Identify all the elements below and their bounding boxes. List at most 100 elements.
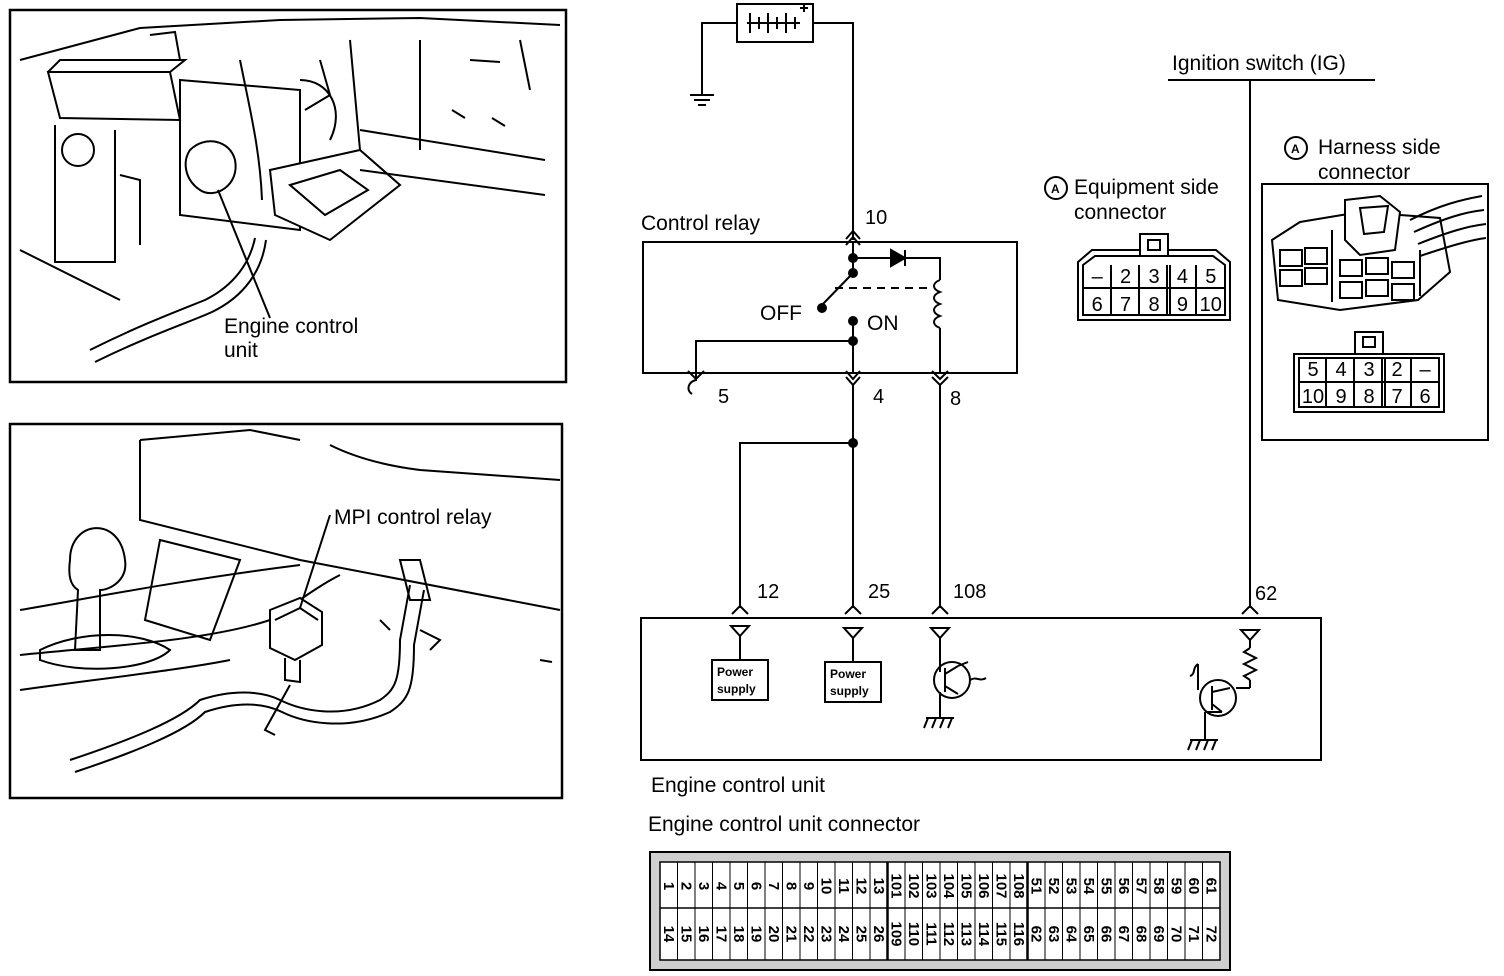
control-relay-box: [642, 241, 1018, 374]
equipment-connector-pin: 2: [1120, 266, 1131, 288]
ecu-connector-pin: 3: [695, 882, 712, 890]
harness-connector-title-line1: Harness side: [1318, 136, 1441, 159]
ecu-connector-pin: 54: [1080, 878, 1097, 895]
ecu-connector-pin: 10: [817, 878, 834, 895]
engine-control-unit-box: [640, 617, 1322, 761]
harness-connector-pin: 5: [1307, 359, 1318, 381]
relay-pin-10: 10: [865, 207, 887, 229]
ecu-connector-pin: 13: [870, 878, 887, 895]
ecu-connector-pin: 110: [905, 922, 922, 946]
control-relay-internal: [695, 229, 949, 387]
ecu-connector-pin: 60: [1185, 878, 1202, 895]
ecu-connector-pin: 57: [1132, 878, 1149, 895]
ecu-connector-pin: 104: [940, 873, 957, 899]
battery-wiring: [690, 22, 854, 240]
harness-connector-marker: A: [1291, 142, 1300, 156]
ecu-connector-pin: 26: [870, 926, 887, 943]
ecu-connector-pin: 112: [940, 922, 957, 946]
ecu-connector-pin: 6: [747, 882, 764, 890]
ecu-connector-pin: 106: [975, 873, 992, 898]
ecu-connector-pin: 2: [677, 882, 694, 890]
equipment-connector-pin: 10: [1200, 294, 1222, 316]
relay-on-label: ON: [867, 312, 899, 335]
battery: [736, 3, 814, 43]
relay-pin-4: 4: [873, 386, 884, 408]
relay-pin-5: 5: [718, 386, 729, 408]
relay-to-ecu-wiring: [731, 79, 1375, 615]
ecu-connector-pin: 52: [1045, 878, 1062, 895]
ecu-connector-pin: 114: [975, 922, 992, 947]
harness-connector-pin: 7: [1391, 386, 1402, 408]
equipment-connector-title-line2: connector: [1074, 201, 1166, 224]
power-supply-label-25-line2: supply: [830, 684, 869, 698]
ecu-internal-symbols: [711, 625, 1262, 751]
ecu-connector-pin: 7: [765, 882, 782, 890]
ecu-connector-pin: 115: [992, 922, 1009, 946]
harness-connector-pin: 10: [1302, 386, 1324, 408]
ignition-switch-label: Ignition switch (IG): [1172, 52, 1346, 75]
ecu-connector-pin: 5: [730, 882, 747, 890]
ecu-connector-pin: 51: [1027, 878, 1044, 895]
ecu-connector-pin: 56: [1115, 878, 1132, 895]
ecu-connector-pin: 1: [660, 882, 677, 890]
ecu-connector-pin: 107: [992, 873, 1009, 898]
ecu-connector-pin: 116: [1010, 922, 1027, 946]
ecu-connector-pin: 70: [1167, 926, 1184, 943]
ecu-connector-pin: 66: [1097, 926, 1114, 943]
ecu-connector-pin: 68: [1132, 926, 1149, 943]
ecu-connector-pin: 113: [957, 922, 974, 946]
ecu-connector-pin: 101: [887, 873, 904, 898]
equipment-connector-pin: 4: [1177, 266, 1188, 288]
ecu-connector-pin: 25: [852, 926, 869, 943]
ecu-connector-pin: 59: [1167, 878, 1184, 895]
relay-off-label: OFF: [760, 302, 802, 325]
ecu-connector-pin: 20: [765, 926, 782, 943]
harness-connector-pin: 6: [1419, 386, 1430, 408]
ecu-connector-pin: 109: [887, 921, 904, 946]
ecu-connector-pin: 69: [1150, 926, 1167, 943]
ecu-connector-pin: 67: [1115, 926, 1132, 943]
ecu-connector-pin: 64: [1062, 926, 1079, 943]
ecu-connector-pin: 11: [835, 878, 852, 894]
ecu-connector-pin: 16: [695, 926, 712, 943]
ecu-connector-pin: 103: [922, 873, 939, 898]
harness-connector-pin: 8: [1363, 386, 1374, 408]
engine-control-unit-label-line1: Engine control: [224, 315, 358, 338]
relay-pin-8: 8: [950, 388, 961, 410]
ecu-connector-pin: 72: [1202, 926, 1219, 943]
ecu-connector-pin: 12: [852, 878, 869, 895]
ecu-connector-pin: 18: [730, 926, 747, 943]
harness-connector-pin: 3: [1363, 359, 1374, 381]
equipment-connector-pin: 8: [1148, 294, 1159, 316]
harness-connector-pin: 4: [1335, 359, 1346, 381]
harness-connector-title-line2: connector: [1318, 161, 1410, 184]
equipment-connector-pin: 3: [1148, 266, 1159, 288]
ecu-connector-pin: 61: [1202, 878, 1219, 895]
ecu-connector-pin: 21: [782, 926, 799, 943]
relay-pin-5-terminal: [687, 370, 705, 395]
harness-connector-pin: 2: [1391, 359, 1402, 381]
ecu-connector-pin: 9: [800, 882, 817, 890]
ecu-pin-25: 25: [868, 581, 890, 603]
equipment-connector-title-line1: Equipment side: [1074, 176, 1219, 199]
photo-engine-control-unit: Engine control unit: [8, 8, 568, 384]
ecu-connector-pin: 58: [1150, 878, 1167, 895]
power-supply-label-12-line1: Power: [717, 665, 753, 679]
power-supply-label-25-line1: Power: [830, 667, 866, 681]
ecu-connector-pin: 102: [905, 873, 922, 898]
equipment-connector-pin: 7: [1120, 294, 1131, 316]
ecu-connector-pin: 22: [800, 926, 817, 943]
equipment-connector-marker: A: [1051, 182, 1060, 196]
ecu-pin-12: 12: [757, 581, 779, 603]
ecu-connector-pin: 23: [817, 926, 834, 943]
ecu-connector-pin: 63: [1045, 926, 1062, 943]
ecu-connector-pin: 53: [1062, 878, 1079, 895]
ecu-pin-108: 108: [953, 581, 986, 603]
photo-mpi-control-relay: MPI control relay: [8, 422, 564, 800]
